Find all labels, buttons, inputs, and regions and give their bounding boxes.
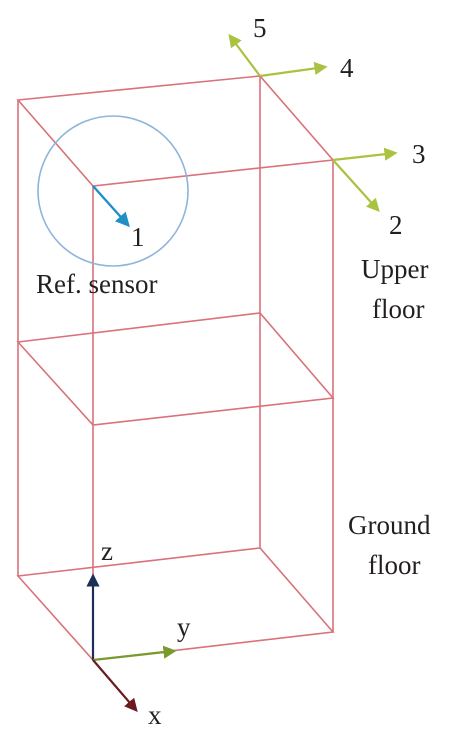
upper-floor-label-line2: floor bbox=[372, 294, 424, 324]
axis-x-arrow bbox=[92, 659, 138, 713]
sensor-arrow-3 bbox=[332, 147, 398, 162]
labels: 1 2 3 4 5 Ref. sensor Upper floor Ground… bbox=[36, 13, 431, 730]
sensor-label-4: 4 bbox=[340, 53, 354, 83]
axis-z-label: z bbox=[101, 536, 113, 566]
ground-floor-label-line1: Ground bbox=[348, 510, 431, 540]
axis-x-label: x bbox=[148, 700, 162, 730]
ground-floor-label-line2: floor bbox=[368, 550, 420, 580]
axis-y-arrow bbox=[92, 645, 177, 662]
reference-sensor-arrow bbox=[92, 185, 130, 228]
upper-floor-label-line1: Upper bbox=[361, 254, 428, 284]
base-outline bbox=[16, 547, 335, 661]
roof-outline bbox=[16, 75, 335, 187]
sensor-label-5: 5 bbox=[253, 13, 267, 43]
sensor-arrow-4 bbox=[259, 61, 328, 78]
sensor-arrow-5 bbox=[228, 33, 261, 77]
reference-sensor-label: Ref. sensor bbox=[36, 269, 157, 299]
sensor-arrows bbox=[228, 33, 398, 212]
axis-y-label: y bbox=[177, 612, 191, 642]
sensor-label-3: 3 bbox=[412, 139, 426, 169]
coordinate-axes bbox=[86, 573, 177, 713]
sensor-label-2: 2 bbox=[389, 210, 403, 240]
building-frame bbox=[16, 75, 335, 661]
floor-slab-outline bbox=[16, 312, 335, 426]
sensor-label-1: 1 bbox=[131, 222, 145, 252]
reference-sensor-circle bbox=[37, 115, 189, 267]
sensor-arrow-2 bbox=[332, 159, 380, 212]
